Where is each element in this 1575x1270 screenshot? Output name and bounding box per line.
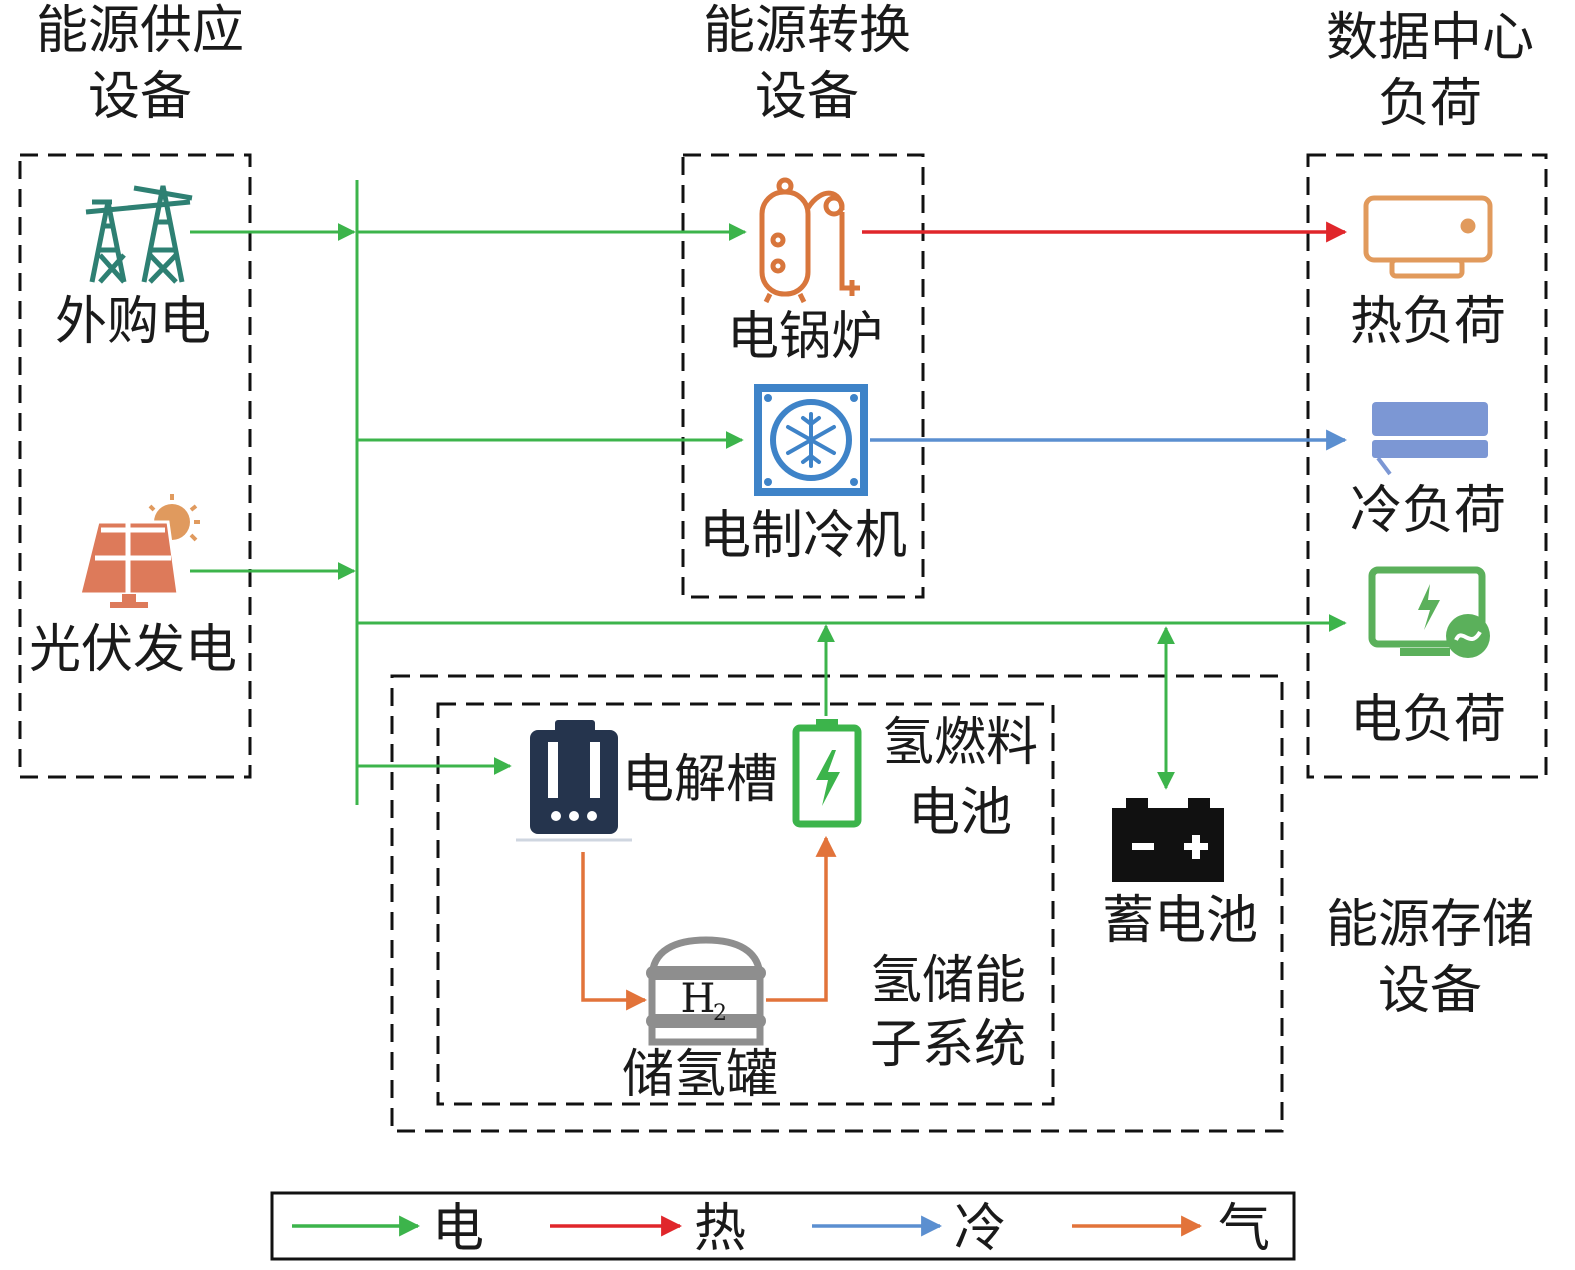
air-conditioner-icon — [1372, 402, 1488, 476]
storage-title-line1: 能源存储 — [1326, 895, 1534, 955]
chiller-snowflake-icon — [754, 384, 868, 496]
legend-label-heat: 热 — [694, 1199, 746, 1259]
elec-load-label: 电负荷 — [1350, 690, 1506, 750]
conversion-group-title: 能源转换 设备 — [703, 1, 911, 127]
fuel-cell-battery-icon — [792, 719, 862, 828]
fuel-cell-label-line2: 电池 — [908, 783, 1012, 843]
pv-label: 光伏发电 — [29, 620, 237, 680]
electrolyzer-icon — [516, 720, 632, 842]
supply-group-title: 能源供应 设备 — [36, 1, 244, 127]
h2-subsystem-box — [436, 702, 1055, 1106]
conversion-group-box — [681, 153, 925, 599]
load-title-line1: 数据中心 — [1326, 8, 1534, 68]
h2-subsystem-title-line2: 子系统 — [870, 1015, 1026, 1075]
conversion-title-line1: 能源转换 — [703, 1, 911, 61]
heat-load-label: 热负荷 — [1350, 292, 1506, 352]
storage-title-line2: 设备 — [1378, 961, 1482, 1021]
supply-title-line2: 设备 — [88, 67, 192, 127]
flow-electrolyzer-to-tank — [581, 852, 648, 1011]
hydrogen-tank-icon: H 2 — [646, 936, 766, 1046]
h2-subsystem-title-line1: 氢储能 — [870, 951, 1026, 1011]
h2-tag: H — [681, 976, 716, 1022]
load-title-line2: 负荷 — [1378, 74, 1482, 134]
conversion-title-line2: 设备 — [755, 67, 859, 127]
legend-label-gas: 气 — [1218, 1199, 1270, 1259]
flow-tank-to-fuelcell — [766, 835, 837, 1002]
electrolyzer-label: 电解槽 — [622, 750, 778, 810]
storage-group-title: 能源存储 设备 — [1326, 895, 1534, 1021]
monitor-load-icon — [1368, 566, 1490, 658]
supply-title-line1: 能源供应 — [36, 1, 244, 61]
h2-tank-label: 储氢罐 — [622, 1045, 778, 1105]
load-group-box — [1306, 153, 1548, 779]
supply-group-box — [18, 153, 252, 779]
load-group-title: 数据中心 负荷 — [1326, 8, 1534, 134]
cold-load-label: 冷负荷 — [1350, 481, 1506, 541]
legend-label-cold: 冷 — [954, 1199, 1006, 1259]
h2-tag-subscript: 2 — [713, 1001, 727, 1026]
electric-boiler-icon — [759, 177, 860, 304]
boiler-label: 电锅炉 — [727, 307, 883, 367]
grid-label: 外购电 — [55, 292, 211, 352]
battery-icon — [1112, 798, 1224, 882]
heater-icon — [1363, 195, 1493, 279]
chiller-label: 电制冷机 — [699, 506, 907, 566]
legend: 电 热 冷 气 — [270, 1191, 1296, 1261]
solar-panel-icon — [78, 494, 200, 608]
power-tower-icon — [85, 185, 193, 284]
battery-label: 蓄电池 — [1102, 891, 1258, 951]
fuel-cell-label-line1: 氢燃料 — [882, 713, 1038, 773]
legend-box — [270, 1191, 1296, 1261]
legend-label-electric: 电 — [432, 1199, 484, 1259]
